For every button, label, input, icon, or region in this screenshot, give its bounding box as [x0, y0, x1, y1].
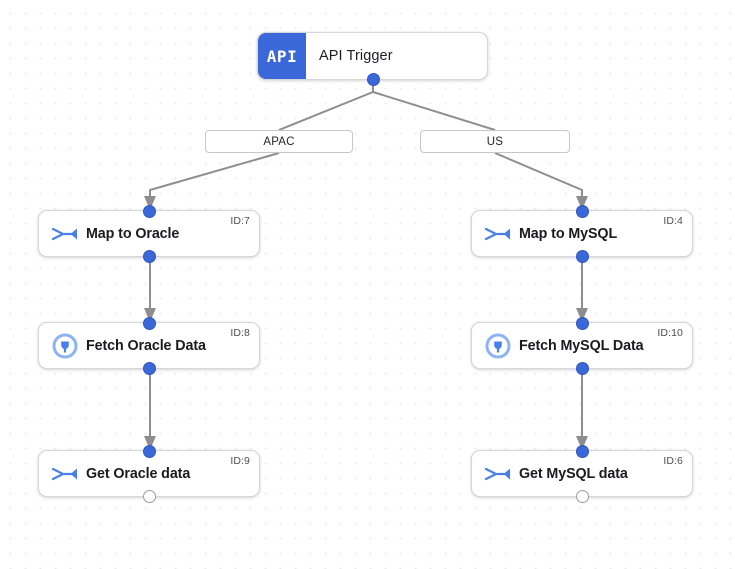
- node-label: Map to Oracle: [86, 225, 180, 242]
- node-title: API Trigger: [319, 48, 393, 64]
- node-id-badge: ID:4: [663, 215, 683, 227]
- api-badge-icon: API: [258, 33, 306, 79]
- node-map-to-mysql[interactable]: Map to MySQL ID:4: [471, 204, 693, 263]
- branch-label-apac[interactable]: APAC: [205, 130, 353, 153]
- database-plug-icon: [483, 331, 513, 361]
- port-in-map-to-oracle[interactable]: [142, 204, 156, 218]
- edge-us-to-map-mysql: [494, 152, 583, 203]
- port-out-get-mysql-data[interactable]: [575, 489, 589, 503]
- node-get-oracle-data[interactable]: Get Oracle data ID:9: [38, 444, 260, 503]
- merge-arrows-icon: [50, 219, 80, 249]
- node-id-badge: ID:7: [230, 215, 250, 227]
- node-label: Fetch MySQL Data: [519, 337, 644, 354]
- node-id-badge: ID:6: [663, 455, 683, 467]
- node-label: Get Oracle data: [86, 465, 191, 482]
- node-fetch-oracle-data[interactable]: Fetch Oracle Data ID:8: [38, 316, 260, 375]
- port-out-map-to-oracle[interactable]: [142, 249, 156, 263]
- node-label: Get MySQL data: [519, 465, 628, 482]
- port-out-api-trigger[interactable]: [366, 73, 380, 86]
- branch-label-us[interactable]: US: [420, 130, 570, 153]
- port-in-fetch-oracle-data[interactable]: [142, 316, 156, 330]
- port-out-map-to-mysql[interactable]: [575, 249, 589, 263]
- node-api-trigger[interactable]: API API Trigger: [257, 32, 488, 80]
- edge-apac-to-map-oracle: [149, 152, 280, 203]
- merge-arrows-icon: [483, 219, 513, 249]
- port-in-get-oracle-data[interactable]: [142, 444, 156, 458]
- node-map-to-oracle[interactable]: Map to Oracle ID:7: [38, 204, 260, 263]
- port-out-fetch-oracle-data[interactable]: [142, 361, 156, 375]
- node-label: Fetch Oracle Data: [86, 337, 206, 354]
- port-out-fetch-mysql-data[interactable]: [575, 361, 589, 375]
- edge-trigger-to-apac: [278, 80, 374, 131]
- port-in-fetch-mysql-data[interactable]: [575, 316, 589, 330]
- port-out-get-oracle-data[interactable]: [142, 489, 156, 503]
- node-label: Map to MySQL: [519, 225, 618, 242]
- node-fetch-mysql-data[interactable]: Fetch MySQL Data ID:10: [471, 316, 693, 375]
- node-id-badge: ID:9: [230, 455, 250, 467]
- port-in-map-to-mysql[interactable]: [575, 204, 589, 218]
- merge-arrows-icon: [483, 459, 513, 489]
- node-id-badge: ID:10: [657, 327, 683, 339]
- node-get-mysql-data[interactable]: Get MySQL data ID:6: [471, 444, 693, 503]
- merge-arrows-icon: [50, 459, 80, 489]
- edge-trigger-to-us: [372, 80, 496, 131]
- database-plug-icon: [50, 331, 80, 361]
- port-in-get-mysql-data[interactable]: [575, 444, 589, 458]
- node-id-badge: ID:8: [230, 327, 250, 339]
